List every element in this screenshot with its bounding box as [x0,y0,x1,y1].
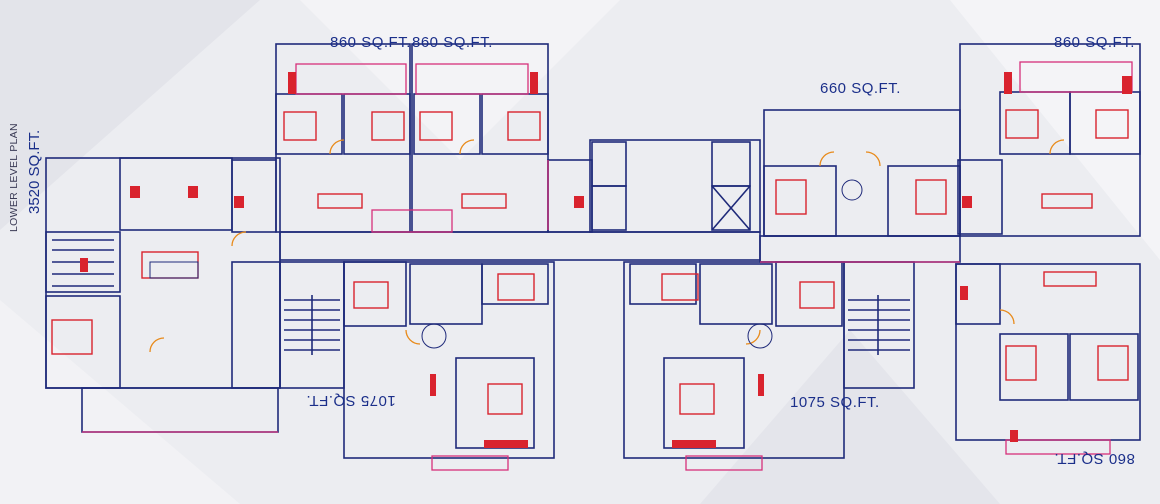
central-passage-right [759,235,961,263]
area-label-860-a: 860 SQ.FT. [330,34,411,51]
area-label-860-b: 860 SQ.FT. [412,34,493,51]
lower-level-plan-label: LOWER LEVEL PLAN [8,123,20,232]
lift-block [589,139,761,233]
central-passage-left [279,231,761,261]
area-label-1075-a: 1075 SQ.FT. [306,392,396,409]
unit-660 [763,109,961,237]
unit-1075-b [623,261,845,459]
staircase-left [284,295,340,355]
unit-860-d [955,263,1141,441]
unit-1075-a [343,261,555,459]
unit-860-c [959,43,1141,237]
staircase-right [848,295,910,355]
area-label-860-c: 860 SQ.FT. [1054,34,1135,51]
area-label-3520: 3520 SQ.FT. [26,129,43,214]
area-label-660: 660 SQ.FT. [820,80,901,97]
area-label-860-d: 860 SQ.FT. [1054,450,1135,467]
area-label-1075-b: 1075 SQ.FT. [790,394,880,411]
